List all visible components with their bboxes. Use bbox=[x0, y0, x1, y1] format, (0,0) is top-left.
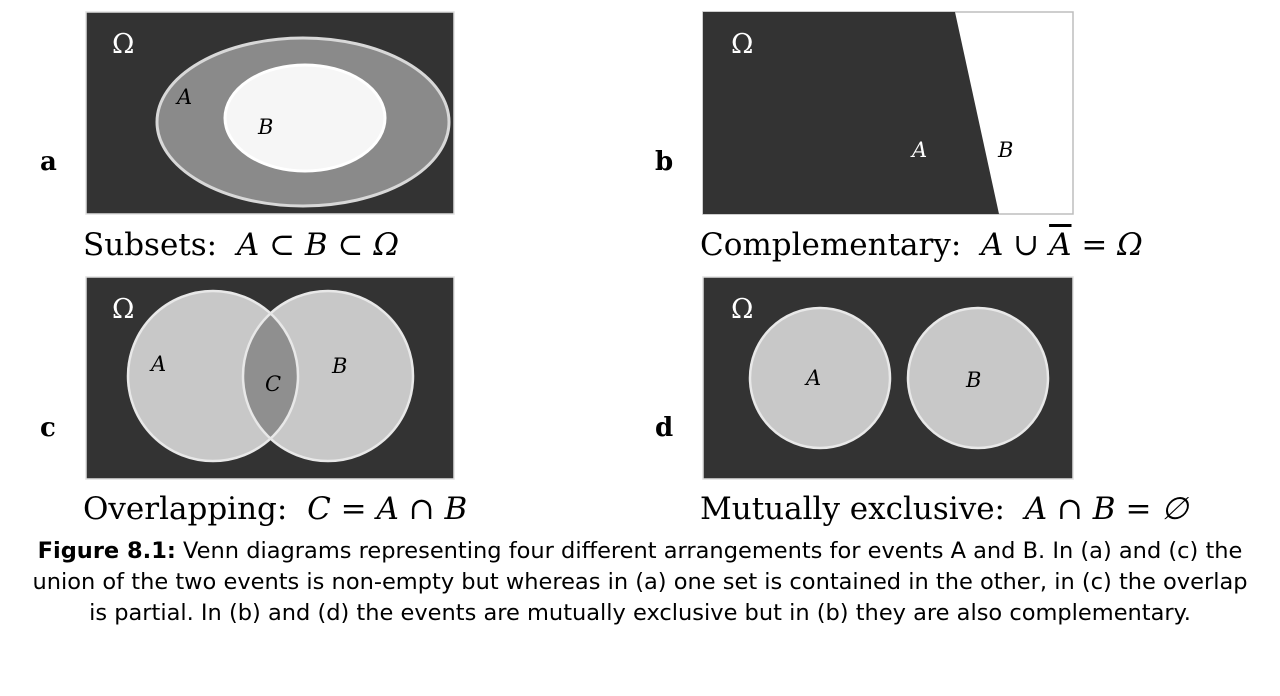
figure-caption-label: Figure 8.1: bbox=[37, 538, 176, 564]
set-a-circle bbox=[748, 306, 892, 450]
caption-complementary-text: Complementary: bbox=[700, 227, 962, 263]
set-a-label: A bbox=[910, 138, 927, 162]
caption-mutually-exclusive: Mutually exclusive: A ∩ B = ∅ bbox=[700, 494, 1188, 525]
set-a-label: A bbox=[149, 352, 166, 376]
subsets-diagram: Ω A B bbox=[85, 11, 455, 215]
panel-label-c: c bbox=[40, 413, 56, 443]
formula-suffix: = Ω bbox=[1071, 227, 1143, 263]
set-b-outline bbox=[241, 289, 415, 463]
caption-subsets-text: Subsets: bbox=[83, 227, 218, 263]
mutually-exclusive-diagram: Ω A B bbox=[702, 276, 1074, 480]
caption-subsets: Subsets: A ⊂ B ⊂ Ω bbox=[83, 230, 399, 261]
set-b-label: B bbox=[965, 368, 981, 392]
overlapping-diagram: Ω A C B bbox=[85, 276, 455, 480]
set-a-label: A bbox=[175, 85, 192, 109]
complementary-diagram: Ω A B bbox=[702, 11, 1074, 215]
formula-prefix: A ∪ bbox=[981, 227, 1050, 263]
caption-overlapping: Overlapping: C = A ∩ B bbox=[83, 494, 467, 525]
panel-label-a: a bbox=[40, 147, 57, 177]
caption-complementary-formula: A ∪ A = Ω bbox=[981, 227, 1143, 263]
figure-caption: Figure 8.1: Venn diagrams representing f… bbox=[20, 536, 1260, 629]
panel-label-b: b bbox=[655, 147, 674, 177]
caption-overlapping-formula: C = A ∩ B bbox=[307, 491, 468, 527]
set-b-circle bbox=[906, 306, 1050, 450]
caption-subsets-formula: A ⊂ B ⊂ Ω bbox=[236, 227, 400, 263]
set-b-label: B bbox=[331, 354, 347, 378]
set-a-outline bbox=[126, 289, 300, 463]
set-b-label: B bbox=[997, 138, 1013, 162]
caption-overlapping-text: Overlapping: bbox=[83, 491, 288, 527]
panel-label-d: d bbox=[655, 413, 674, 443]
universe-label: Ω bbox=[112, 294, 134, 325]
caption-mutually-exclusive-formula: A ∩ B = ∅ bbox=[1024, 491, 1189, 527]
formula-complement-a: A bbox=[1049, 227, 1072, 263]
universe-label: Ω bbox=[731, 294, 753, 325]
figure-caption-text: Venn diagrams representing four differen… bbox=[32, 538, 1248, 626]
set-a-region bbox=[703, 12, 999, 214]
set-b-label: B bbox=[257, 115, 273, 139]
universe-label: Ω bbox=[112, 29, 134, 60]
set-a-label: A bbox=[804, 366, 821, 390]
set-b-ellipse bbox=[223, 63, 387, 173]
universe-label: Ω bbox=[731, 29, 753, 60]
caption-mutually-exclusive-text: Mutually exclusive: bbox=[700, 491, 1006, 527]
intersection-c-label: C bbox=[265, 372, 281, 396]
caption-complementary: Complementary: A ∪ A = Ω bbox=[700, 230, 1143, 261]
